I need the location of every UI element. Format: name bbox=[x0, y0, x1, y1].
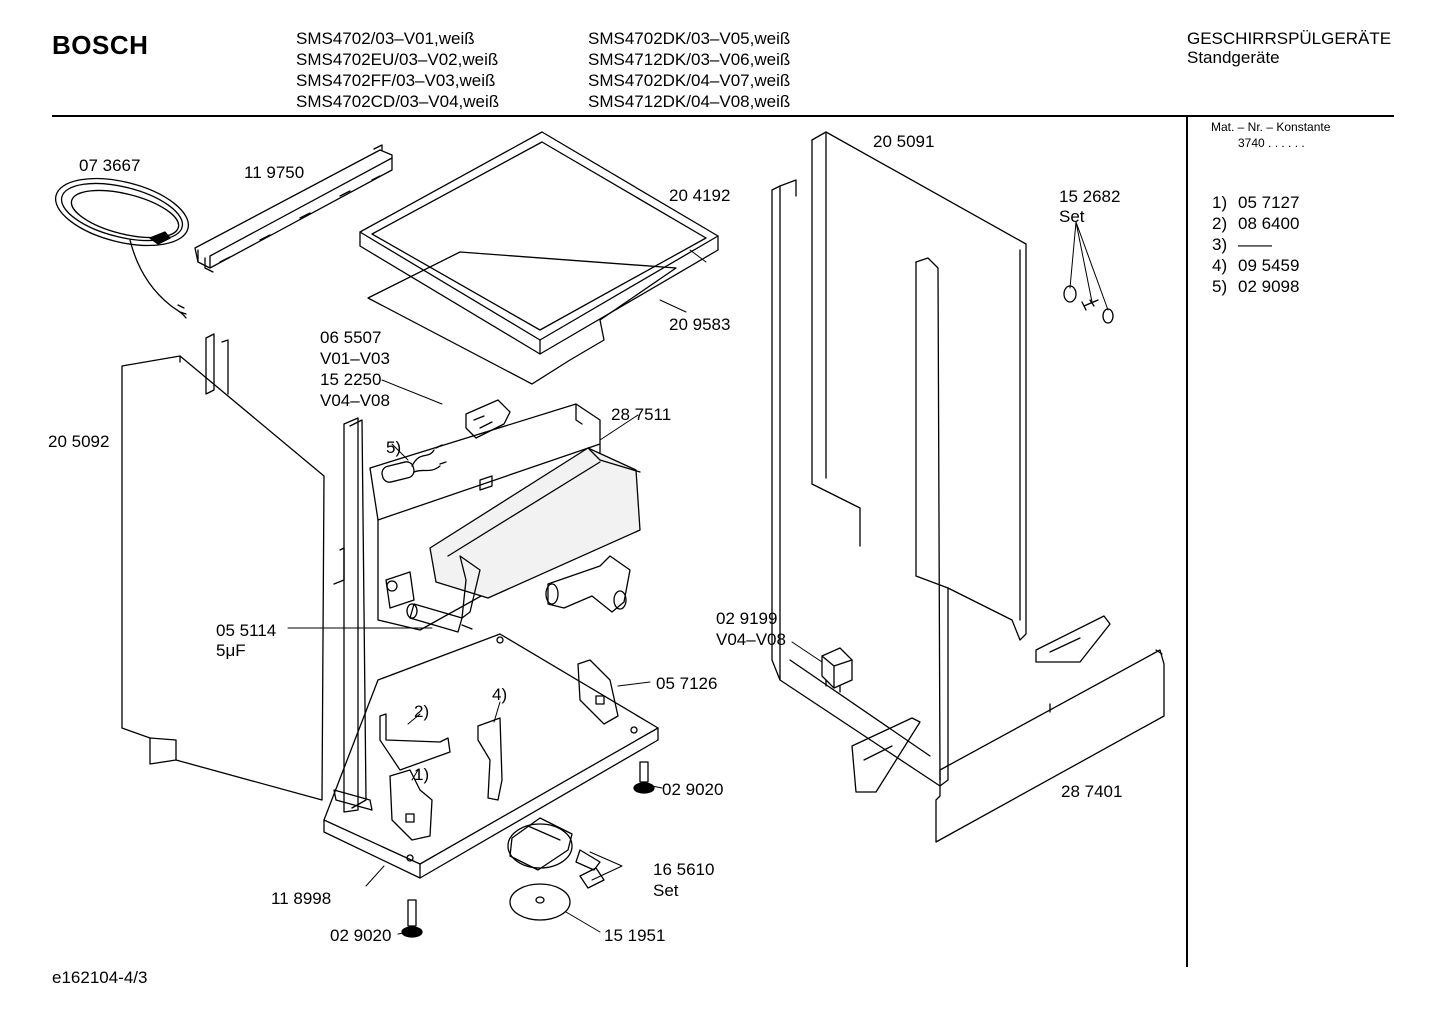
part-label: 07 3667 bbox=[79, 156, 141, 175]
category-subtitle: Standgeräte bbox=[1187, 48, 1280, 67]
model-item: SMS4712DK/04–V08,weiß bbox=[588, 92, 791, 111]
footnote-ref: 2) bbox=[414, 702, 430, 721]
frame-uprights bbox=[206, 334, 372, 812]
part-label: 16 5610 bbox=[653, 860, 715, 879]
part-label: 02 9020 bbox=[330, 926, 392, 945]
door-frame bbox=[772, 132, 1026, 786]
rail-part bbox=[195, 145, 392, 272]
part-label: 06 5507 bbox=[320, 328, 382, 347]
footnote-ref: 4) bbox=[492, 685, 508, 704]
footnote-number: 5) bbox=[1212, 277, 1228, 296]
bracket-4 bbox=[478, 718, 502, 800]
footnote-part: 02 9098 bbox=[1238, 277, 1300, 296]
capacitor-5uf bbox=[407, 604, 472, 632]
footnote-part: 05 7127 bbox=[1238, 193, 1300, 212]
adjusting-foot-2 bbox=[402, 900, 422, 937]
bracket-057126 bbox=[578, 660, 618, 724]
part-label: 20 4192 bbox=[669, 186, 731, 205]
part-label: 15 2682 bbox=[1059, 187, 1121, 206]
part-label: 28 7401 bbox=[1061, 782, 1123, 801]
footnote-item: 3) —— bbox=[1212, 234, 1299, 255]
hose-piece bbox=[546, 556, 630, 612]
footnote-list: 1) 05 7127 2) 08 6400 3) —— 4) 09 5459 5) 02 … bbox=[1212, 192, 1299, 297]
base-tub bbox=[324, 634, 658, 878]
control-module bbox=[370, 404, 640, 630]
part-label: 15 1951 bbox=[604, 926, 666, 945]
model-item: SMS4702DK/03–V05,weiß bbox=[588, 29, 791, 48]
part-label: 05 7126 bbox=[656, 674, 718, 693]
model-item: SMS4702EU/03–V02,weiß bbox=[296, 50, 499, 69]
model-item: SMS4702FF/03–V03,weiß bbox=[296, 71, 496, 90]
side-panel-left bbox=[122, 356, 344, 800]
part-label: 20 5091 bbox=[873, 132, 935, 151]
footnote-part: —— bbox=[1238, 235, 1272, 254]
part-spec: 5μF bbox=[216, 641, 246, 660]
model-item: SMS4712DK/03–V06,weiß bbox=[588, 50, 791, 69]
model-item: SMS4702/03–V01,weiß bbox=[296, 29, 475, 48]
sidebar-divider bbox=[1186, 117, 1188, 967]
footnote-number: 2) bbox=[1212, 214, 1228, 233]
part-label: 05 5114 bbox=[216, 621, 277, 640]
footnote-number: 1) bbox=[1212, 193, 1228, 212]
footnote-ref: 1) bbox=[414, 765, 430, 784]
adjusting-foot-1 bbox=[634, 762, 654, 793]
kick-plate bbox=[936, 650, 1164, 842]
connector-part bbox=[466, 400, 510, 438]
part-label: 02 9020 bbox=[662, 780, 724, 799]
model-list-left: SMS4702/03–V01,weiß SMS4702EU/03–V02,wei… bbox=[296, 28, 499, 112]
konstante-value: 3740 . . . . . . bbox=[1238, 136, 1305, 150]
capacitor-small bbox=[381, 445, 446, 484]
footnote-number: 3) bbox=[1212, 235, 1228, 254]
hinge-bracket-left bbox=[852, 718, 920, 792]
part-label: 02 9199 bbox=[716, 609, 778, 628]
brand-logo: BOSCH bbox=[52, 30, 149, 60]
part-variant: V01–V03 bbox=[320, 349, 390, 368]
category-block: GESCHIRRSPÜLGERÄTE Standgeräte bbox=[1187, 29, 1391, 67]
part-variant: V04–V08 bbox=[716, 630, 786, 649]
cover-disc bbox=[510, 884, 570, 920]
header-divider bbox=[52, 115, 1394, 117]
leader-lines bbox=[288, 222, 1108, 934]
footnote-item: 1) 05 7127 bbox=[1212, 192, 1299, 213]
footnote-part: 08 6400 bbox=[1238, 214, 1300, 233]
footnote-number: 4) bbox=[1212, 256, 1228, 275]
konstante-title: Mat. – Nr. – Konstante bbox=[1211, 120, 1331, 134]
worktop-part bbox=[360, 132, 718, 354]
model-item: SMS4702DK/04–V07,weiß bbox=[588, 71, 791, 90]
part-label: 11 9750 bbox=[244, 163, 305, 182]
part-label-set: Set bbox=[653, 881, 679, 900]
footnote-ref: 5) bbox=[386, 438, 402, 457]
part-label: 28 7511 bbox=[611, 405, 672, 424]
footnote-item: 5) 02 9098 bbox=[1212, 276, 1299, 297]
hinge-bracket-right bbox=[1036, 616, 1110, 662]
footnote-part: 09 5459 bbox=[1238, 256, 1300, 275]
footnote-item: 4) 09 5459 bbox=[1212, 255, 1299, 276]
relay-part bbox=[822, 648, 852, 692]
pump-assembly bbox=[508, 818, 604, 888]
part-label: 20 5092 bbox=[48, 432, 110, 451]
power-cord bbox=[49, 166, 195, 318]
category-title: GESCHIRRSPÜLGERÄTE bbox=[1187, 29, 1392, 48]
drawing-code: e162104-4/3 bbox=[52, 968, 148, 987]
part-label: 20 9583 bbox=[669, 315, 731, 334]
part-label: 11 8998 bbox=[271, 889, 332, 908]
model-item: SMS4702CD/03–V04,weiß bbox=[296, 92, 500, 111]
model-list-right: SMS4702DK/03–V05,weiß SMS4712DK/03–V06,w… bbox=[588, 28, 790, 112]
part-label: 15 2250 bbox=[320, 370, 382, 389]
bracket-1 bbox=[390, 770, 432, 840]
insulation-sheet bbox=[368, 252, 676, 384]
part-label-set: Set bbox=[1059, 207, 1085, 226]
footnote-item: 2) 08 6400 bbox=[1212, 213, 1299, 234]
bracket-2 bbox=[380, 714, 450, 770]
part-variant: V04–V08 bbox=[320, 391, 390, 410]
